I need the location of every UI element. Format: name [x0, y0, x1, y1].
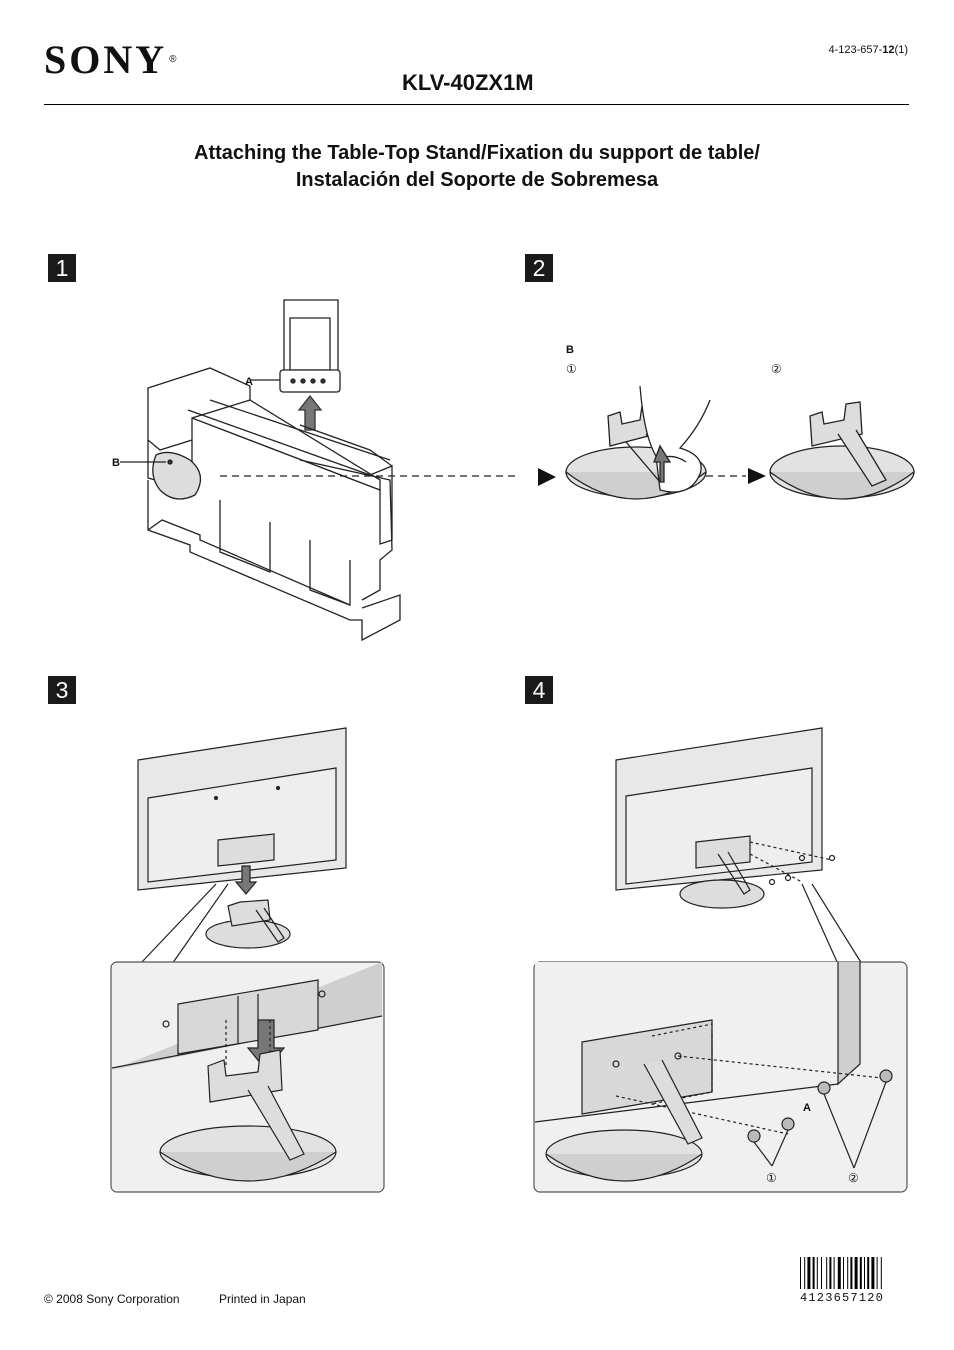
step-4-label-a: A [803, 1102, 811, 1114]
header-divider [44, 104, 909, 105]
barcode-number: 4123657120 [800, 1291, 885, 1305]
step-2-sub-1: ① [566, 362, 577, 376]
step-2-label-b: B [566, 344, 574, 356]
step-1-label-b: B [112, 457, 120, 469]
step-3-number: 3 [48, 676, 76, 704]
step-2-illustration [565, 385, 915, 500]
step-1-illustration [120, 299, 520, 642]
step-2-number: 2 [525, 254, 553, 282]
step-4-illustration [533, 727, 908, 1193]
title-line-1: Attaching the Table-Top Stand/Fixation d… [194, 142, 760, 164]
sony-logo: SONY® [44, 40, 177, 80]
step-4-number: 4 [525, 676, 553, 704]
page-title: Attaching the Table-Top Stand/Fixation d… [0, 140, 954, 194]
arrow-right-icon [538, 468, 556, 486]
part-number-bold: 12 [882, 44, 895, 56]
barcode [800, 1257, 882, 1289]
part-number-suffix: (1) [894, 44, 908, 56]
step-1-number: 1 [48, 254, 76, 282]
step-3-illustration [110, 727, 385, 1193]
step-4-sub-2: ② [848, 1171, 859, 1185]
printed-in: Printed in Japan [219, 1292, 306, 1306]
part-number-prefix: 4-123-657- [828, 44, 883, 56]
part-number: 4-123-657-12(1) [828, 44, 908, 56]
step-2-sub-2: ② [771, 362, 782, 376]
title-line-2: Instalación del Soporte de Sobremesa [295, 169, 659, 191]
step-4-sub-1: ① [766, 1171, 777, 1185]
model-name: KLV-40ZX1M [402, 70, 534, 95]
step-1-label-a: A [245, 376, 253, 388]
copyright: © 2008 Sony Corporation [44, 1292, 180, 1306]
brand-text: SONY [44, 37, 168, 82]
registered-mark: ® [169, 54, 177, 65]
